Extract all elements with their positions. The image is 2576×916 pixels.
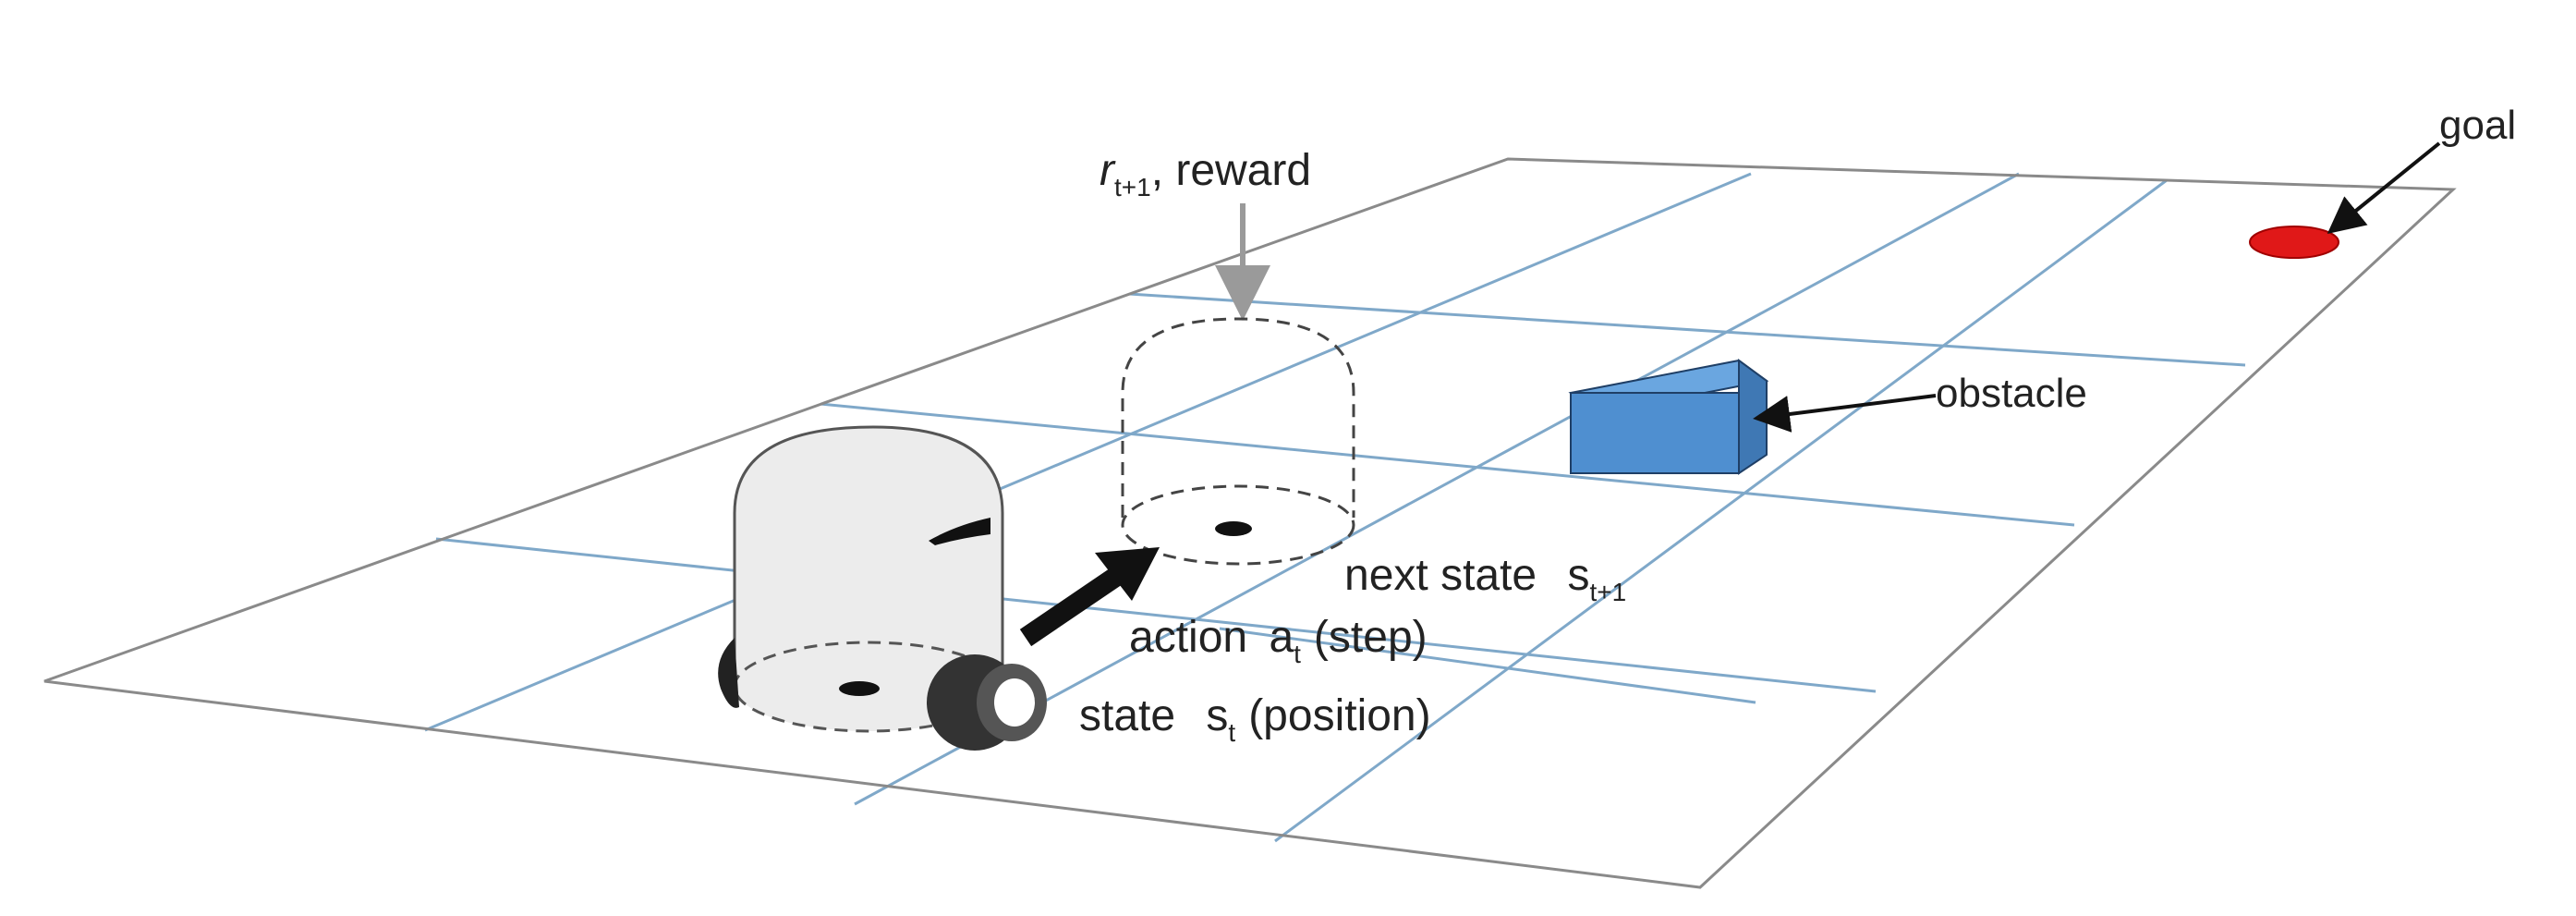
next-state-robot-center-dot	[1215, 521, 1252, 536]
next-state-robot-base	[1121, 484, 1355, 566]
state-subscript: t	[1228, 718, 1235, 747]
state-paren: (position)	[1248, 691, 1430, 740]
current-robot-center-dot	[839, 681, 880, 696]
next-state-label: next state st+1	[1344, 551, 1626, 606]
reward-label: rt+1, reward	[1100, 146, 1311, 202]
next-state-robot-outline	[1121, 317, 1355, 518]
action-subscript: t	[1294, 640, 1301, 668]
current-robot-body	[733, 425, 1004, 686]
current-robot	[718, 425, 1047, 751]
state-text: state	[1079, 691, 1175, 740]
action-label: action at (step)	[1129, 613, 1428, 668]
goal-pointer-arrow	[2327, 141, 2441, 235]
next-state-symbol: s	[1567, 551, 1589, 600]
goal-marker	[2249, 226, 2339, 259]
goal-label: goal	[2439, 103, 2516, 148]
reward-symbol: r	[1100, 146, 1116, 195]
obstacle-box	[1568, 359, 1769, 475]
current-robot-sensor-mark	[929, 518, 990, 545]
current-robot-right-wheel	[927, 654, 1047, 751]
action-text: action	[1129, 613, 1247, 662]
grid-border	[43, 157, 2457, 889]
next-state-subscript: t+1	[1589, 578, 1626, 606]
reward-subscript: t+1	[1114, 173, 1151, 202]
action-arrow	[1019, 547, 1160, 647]
grid-column-lines	[424, 172, 2168, 843]
grid-row-lines	[435, 292, 2246, 693]
reward-text: , reward	[1151, 146, 1311, 195]
obstacle-front-face	[1570, 392, 1740, 474]
next-state-robot	[1121, 317, 1355, 566]
grid-plane	[43, 157, 2457, 889]
action-paren: (step)	[1314, 613, 1428, 662]
action-symbol: a	[1269, 613, 1294, 662]
obstacle-label: obstacle	[1936, 371, 2087, 416]
state-symbol: s	[1206, 691, 1228, 740]
current-robot-left-wheel	[718, 638, 739, 708]
state-label: state st (position)	[1079, 691, 1431, 747]
obstacle-pointer-arrow	[1753, 394, 1937, 433]
next-state-text: next state	[1344, 551, 1537, 600]
